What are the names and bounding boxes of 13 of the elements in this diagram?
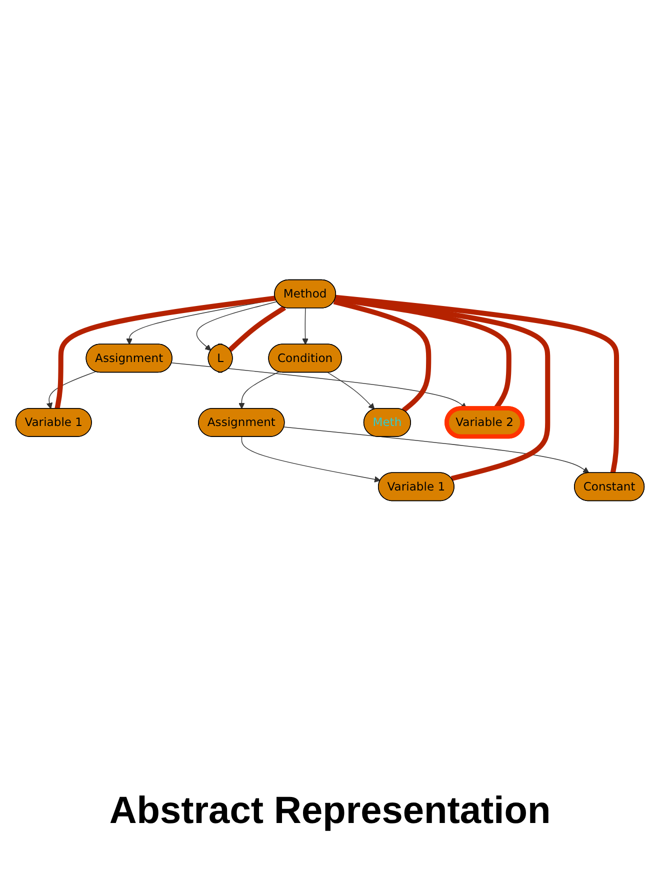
connector — [54, 295, 276, 409]
connector — [335, 294, 620, 474]
connector — [228, 305, 286, 352]
connector — [333, 298, 432, 412]
arrow — [196, 301, 278, 350]
arrow — [302, 308, 308, 344]
arrow — [284, 426, 590, 473]
arrow — [241, 436, 381, 482]
arrow — [238, 371, 280, 409]
arrow — [46, 371, 96, 409]
diagram-title: Abstract Representation — [109, 790, 551, 833]
arrow — [328, 372, 375, 410]
arrow — [171, 362, 468, 409]
